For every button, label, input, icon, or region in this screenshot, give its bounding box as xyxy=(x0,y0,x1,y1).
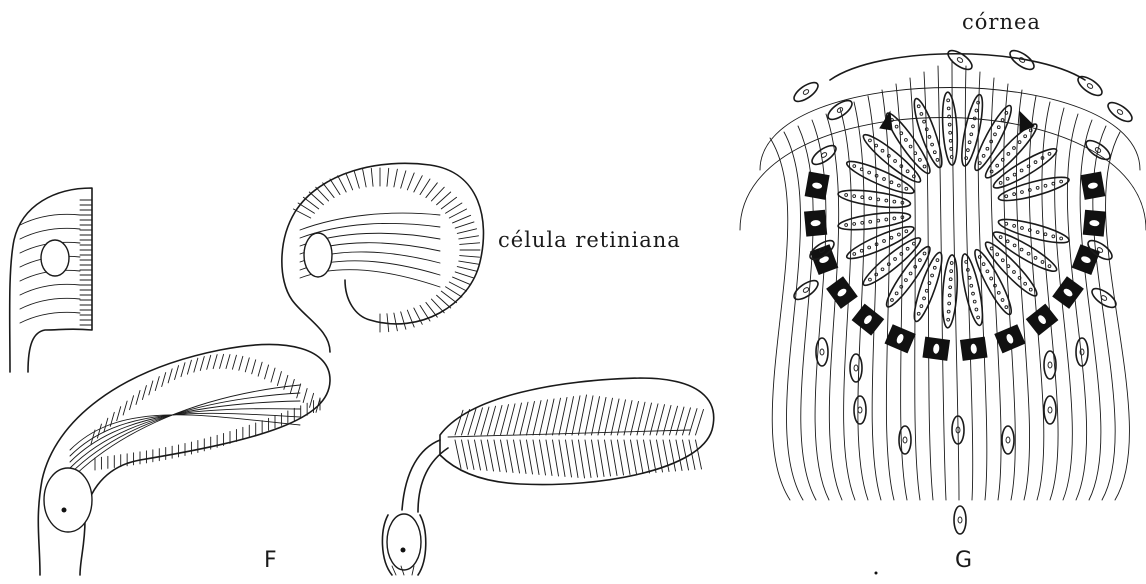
retinal-cell-mushroom xyxy=(10,188,92,372)
nucleus-cell-1 xyxy=(41,240,69,276)
nucleus-cell-2 xyxy=(304,233,332,277)
panel-g-label: G xyxy=(955,548,972,573)
radial-eye xyxy=(740,47,1146,534)
cornea-label: córnea xyxy=(962,10,1041,34)
retinal-cell-oval xyxy=(382,378,713,575)
retinal-cell-elongated xyxy=(38,345,330,575)
nucleus-cell-4 xyxy=(387,514,421,570)
panel-f-label: F xyxy=(264,548,277,573)
retinal-cell-label: célula retiniana xyxy=(498,228,681,252)
nucleus-cell-3 xyxy=(44,468,92,532)
retinal-cell-cup xyxy=(282,163,484,352)
